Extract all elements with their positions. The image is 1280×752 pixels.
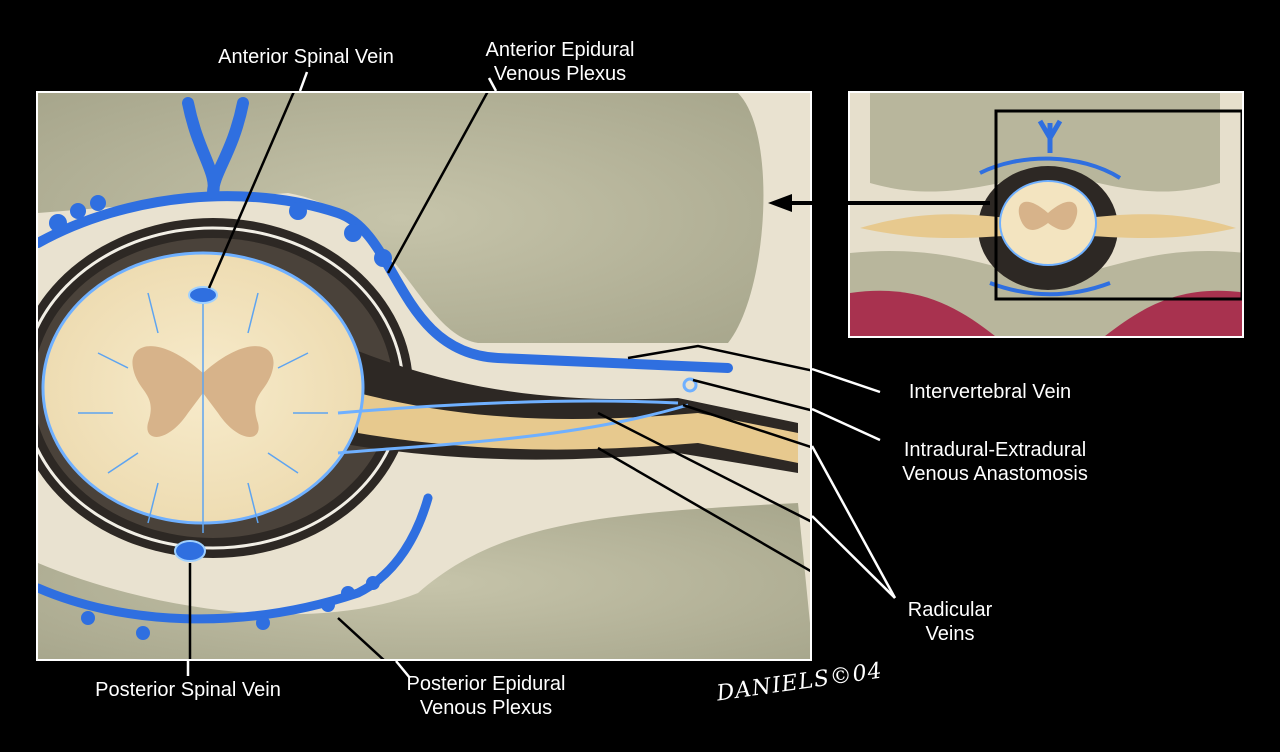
label-posterior-spinal-vein: Posterior Spinal Vein — [95, 679, 281, 701]
posterior-spinal-vein — [174, 540, 206, 562]
label-posterior-epidural-plexus: Posterior Epidural Venous Plexus — [406, 673, 566, 719]
inset-overview — [848, 91, 1244, 338]
spinal-cross-section — [38, 93, 810, 659]
anterior-spinal-vein — [188, 286, 218, 304]
main-illustration — [36, 91, 812, 661]
label-anterior-spinal-vein: Anterior Spinal Vein — [218, 46, 394, 68]
radicular-vein-lower — [337, 403, 689, 455]
anterior-epidural-plexus — [38, 191, 733, 373]
anastomosis — [682, 377, 698, 393]
label-intradural-extradural-anastomosis: Intradural-Extradural Venous Anastomosis — [902, 439, 1088, 485]
artist-signature: DANIELS©04 — [715, 658, 885, 707]
label-radicular-veins: Radicular Veins — [907, 599, 993, 645]
inner-leaders — [188, 93, 810, 659]
anterior-vein-trunk — [182, 97, 249, 199]
label-intervertebral-vein: Intervertebral Vein — [908, 381, 1072, 403]
inset-selection-box — [994, 109, 1242, 301]
posterior-epidural-plexus — [38, 493, 433, 624]
inset-illustration — [850, 93, 1242, 336]
radicular-vein-upper — [337, 399, 679, 415]
label-anterior-epidural-plexus: Anterior Epidural Venous Plexus — [485, 39, 635, 85]
intramedullary-vessels — [78, 292, 328, 533]
